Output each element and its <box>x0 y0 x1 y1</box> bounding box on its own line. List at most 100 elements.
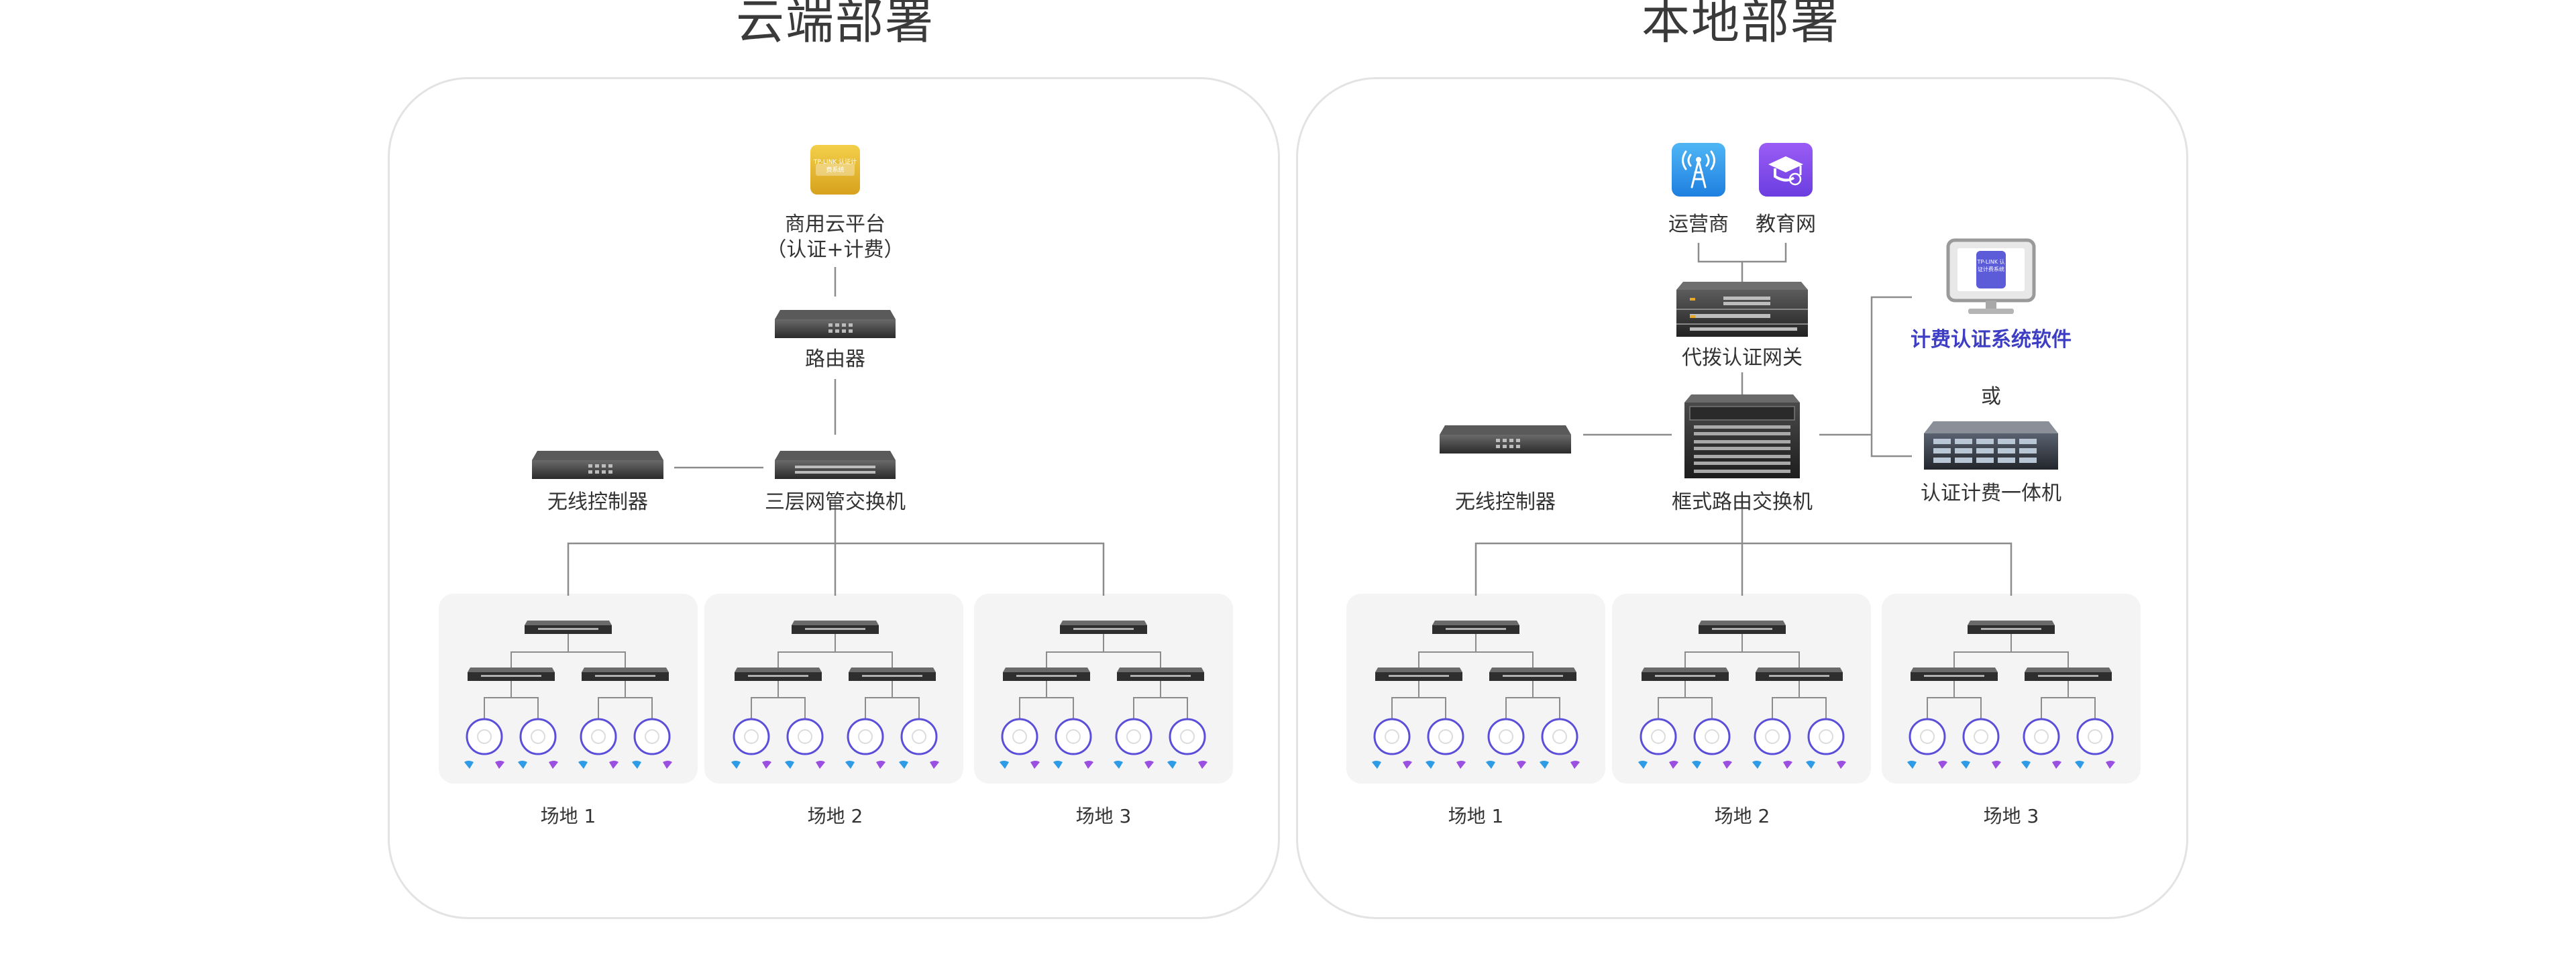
local-site-1-ap-1-icon <box>1373 718 1411 755</box>
cloud-site-2-ap-2-icon-wifi-signal-icon-2 <box>816 761 825 769</box>
local-site-3-right-switch-icon <box>2025 668 2112 681</box>
cloud-site-1-ap-3-icon <box>580 718 617 755</box>
local-site-2-ap-3-icon-wifi-signal-icon <box>1752 761 1762 769</box>
cloud-wireless-controller-icon <box>532 451 663 479</box>
cloud-site-1-ap-4-icon-wifi-signal-icon-2 <box>663 761 672 769</box>
cloud-deployment-panel <box>388 77 1280 919</box>
cloud-site-3-ap-2-icon-wifi-signal-icon <box>1053 761 1063 769</box>
cloud-site-1-ap-4-icon <box>633 718 671 755</box>
cloud-site-1-label: 场地 1 <box>540 805 596 827</box>
cloud-site-2-ap-2-icon-wifi-signal-icon <box>785 761 794 769</box>
cloud-site-1-ap-1-icon <box>466 718 503 755</box>
cloud-site-3-ap-4-icon-wifi-signal-icon <box>1167 761 1177 769</box>
local-site-1-ap-3-icon-wifi-signal-icon-2 <box>1517 761 1526 769</box>
cloud-platform-badge-text: TP-LINK 认证计费系统 <box>813 159 857 174</box>
cloud-site-2-ap-1-icon-wifi-signal-icon-2 <box>762 761 771 769</box>
cloud-site-1-ap-4-icon-wifi-signal-icon <box>632 761 641 769</box>
local-site-2-ap-1-icon-wifi-signal-icon-2 <box>1669 761 1678 769</box>
education-network-label: 教育网 <box>1756 213 1816 236</box>
cloud-site-3-ap-3-icon <box>1115 718 1152 755</box>
cloud-site-1-ap-2-icon-wifi-signal-icon <box>518 761 527 769</box>
cloud-site-3-label: 场地 3 <box>1075 805 1132 827</box>
local-site-2-ap-2-icon-wifi-signal-icon <box>1692 761 1701 769</box>
local-site-1-ap-1-icon-wifi-signal-icon <box>1372 761 1381 769</box>
local-site-1-ap-4-icon-wifi-signal-icon-2 <box>1570 761 1580 769</box>
server-icon <box>1924 421 2058 470</box>
local-site-3-ap-4-icon-wifi-signal-icon <box>2075 761 2084 769</box>
local-site-3-ap-4-icon <box>2076 718 2114 755</box>
local-site-2-ap-2-icon <box>1693 718 1731 755</box>
cloud-site-3-right-switch-icon <box>1117 668 1204 681</box>
local-site-3-ap-3-icon-wifi-signal-icon <box>2021 761 2031 769</box>
local-site-2-ap-4-icon-wifi-signal-icon <box>1806 761 1815 769</box>
local-site-3-ap-1-icon-wifi-signal-icon-2 <box>1938 761 1947 769</box>
local-wireless-controller-label: 无线控制器 <box>1455 490 1556 514</box>
cloud-site-3-ap-3-icon-wifi-signal-icon-2 <box>1144 761 1154 769</box>
local-site-2-ap-4-icon <box>1807 718 1845 755</box>
local-site-2-top-switch-icon <box>1699 621 1786 634</box>
cloud-site-1-ap-1-icon-wifi-signal-icon-2 <box>495 761 504 769</box>
or-label: 或 <box>1981 385 2001 409</box>
router-icon <box>775 310 896 338</box>
local-site-1-label: 场地 1 <box>1448 805 1504 827</box>
local-deployment-title: 本地部署 <box>1641 0 1840 50</box>
local-site-3-ap-3-icon-wifi-signal-icon-2 <box>2052 761 2061 769</box>
cloud-site-1-top-switch-icon <box>525 621 612 634</box>
cloud-deployment-title: 云端部署 <box>735 0 934 50</box>
cloud-site-3-left-switch-icon <box>1003 668 1090 681</box>
chassis-switch-label: 框式路由交换机 <box>1672 490 1813 514</box>
local-site-1-top-switch-icon <box>1432 621 1519 634</box>
local-site-3-ap-1-icon-wifi-signal-icon <box>1907 761 1917 769</box>
local-site-3-ap-4-icon-wifi-signal-icon-2 <box>2106 761 2115 769</box>
cloud-site-3-ap-3-icon-wifi-signal-icon <box>1114 761 1123 769</box>
appliance-label: 认证计费一体机 <box>1921 482 2061 505</box>
local-site-1-ap-4-icon <box>1541 718 1578 755</box>
cloud-site-1-ap-2-icon <box>519 718 557 755</box>
local-site-1-ap-2-icon-wifi-signal-icon <box>1426 761 1435 769</box>
local-site-1-left-switch-icon <box>1375 668 1462 681</box>
cloud-site-2-ap-3-icon-wifi-signal-icon-2 <box>876 761 885 769</box>
cloud-core-switch-label: 三层网管交换机 <box>765 490 906 514</box>
cloud-site-1-ap-3-icon-wifi-signal-icon-2 <box>609 761 619 769</box>
billing-software-label: 计费认证系统软件 <box>1911 328 2072 352</box>
cloud-platform-note: （认证+计费） <box>766 238 904 262</box>
local-site-3-ap-3-icon <box>2023 718 2060 755</box>
local-site-3-ap-2-icon-wifi-signal-icon-2 <box>1992 761 2001 769</box>
cloud-core-switch-icon <box>775 451 896 479</box>
cloud-site-1-ap-1-icon-wifi-signal-icon <box>464 761 474 769</box>
local-site-1-ap-2-icon-wifi-signal-icon-2 <box>1456 761 1466 769</box>
local-site-3-ap-1-icon <box>1909 718 1946 755</box>
router-label: 路由器 <box>805 348 865 371</box>
education-network-icon <box>1759 143 1813 197</box>
local-site-2-ap-2-icon-wifi-signal-icon-2 <box>1723 761 1732 769</box>
cloud-site-2-right-switch-icon <box>849 668 936 681</box>
cloud-site-3-ap-2-icon <box>1055 718 1092 755</box>
local-site-3-ap-2-icon-wifi-signal-icon <box>1961 761 1970 769</box>
local-site-2-right-switch-icon <box>1756 668 1843 681</box>
local-site-1-ap-2-icon <box>1427 718 1464 755</box>
carrier-tower-icon <box>1672 143 1725 197</box>
cloud-site-2-ap-3-icon-wifi-signal-icon <box>845 761 855 769</box>
cloud-site-2-ap-4-icon <box>900 718 938 755</box>
cloud-site-2-ap-3-icon <box>847 718 884 755</box>
cloud-platform-badge-icon <box>810 145 860 195</box>
local-wireless-controller-icon <box>1440 425 1571 454</box>
local-site-3-ap-2-icon <box>1962 718 2000 755</box>
gateway-icon <box>1676 282 1808 337</box>
local-site-1-ap-3-icon-wifi-signal-icon <box>1486 761 1495 769</box>
local-site-2-label: 场地 2 <box>1714 805 1770 827</box>
cloud-site-3-ap-1-icon-wifi-signal-icon-2 <box>1030 761 1040 769</box>
cloud-site-2-top-switch-icon <box>792 621 879 634</box>
local-site-1-ap-1-icon-wifi-signal-icon-2 <box>1403 761 1412 769</box>
local-site-2-ap-1-icon <box>1640 718 1677 755</box>
local-site-1-right-switch-icon <box>1489 668 1576 681</box>
cloud-site-3-ap-2-icon-wifi-signal-icon-2 <box>1084 761 1093 769</box>
cloud-site-2-ap-2-icon <box>786 718 824 755</box>
local-site-3-label: 场地 3 <box>1983 805 2039 827</box>
cloud-site-2-label: 场地 2 <box>807 805 863 827</box>
cloud-site-2-ap-4-icon-wifi-signal-icon <box>899 761 908 769</box>
chassis-switch-icon <box>1684 394 1800 478</box>
cloud-site-1-left-switch-icon <box>468 668 555 681</box>
cloud-site-3-ap-1-icon-wifi-signal-icon <box>1000 761 1009 769</box>
